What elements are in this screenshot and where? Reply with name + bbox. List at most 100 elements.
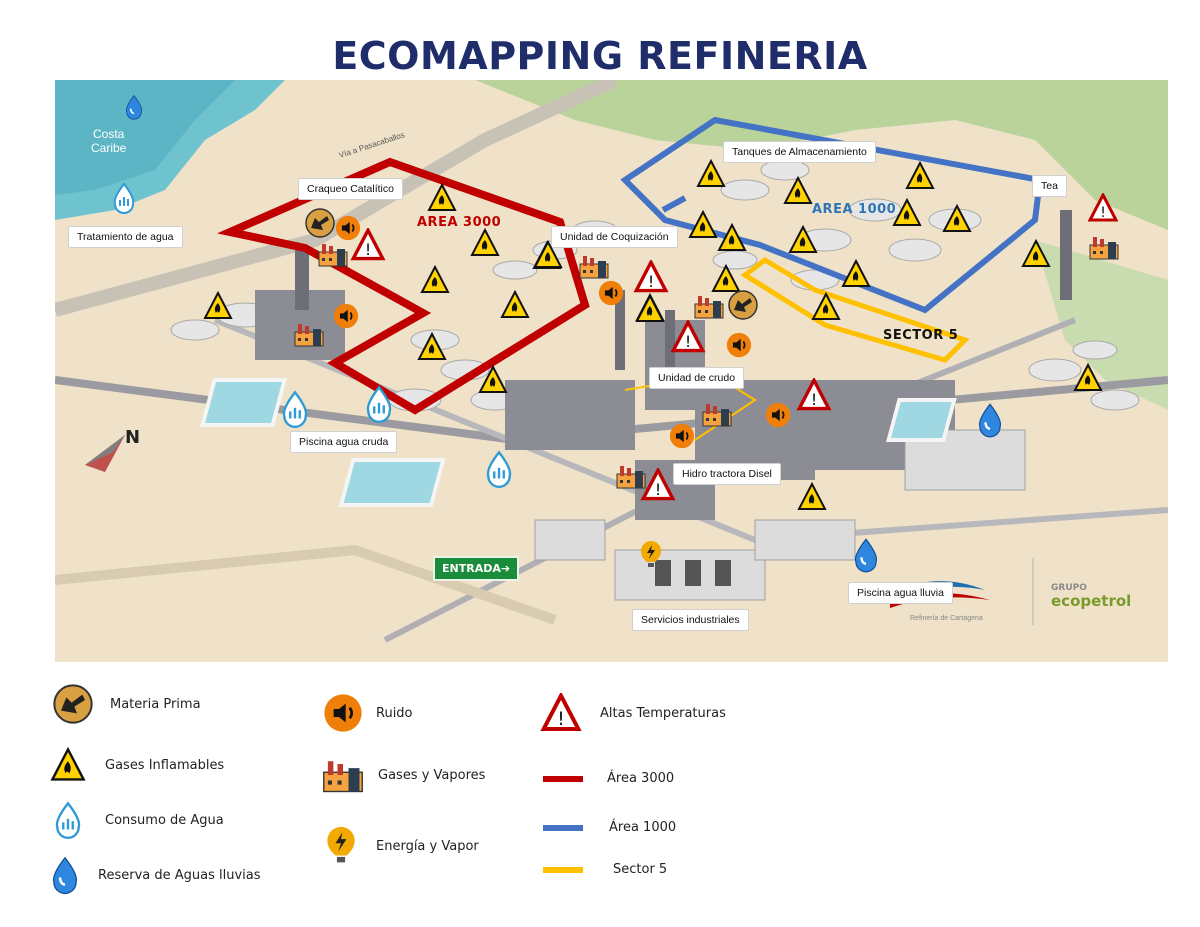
legend-label: Gases Inflamables [105,757,225,773]
flammable-icon [500,290,530,318]
logo-caption: Refinería de Cartagena [910,615,983,622]
flammable-icon [711,264,741,292]
north-label: N [125,427,140,448]
area-1000-label: AREA 1000 [812,202,897,217]
legend-label: Sector 5 [613,862,668,877]
factory-emissions-icon [616,466,646,489]
rainwater-reserve-icon [978,403,1002,438]
coast-label-2: Caribe [91,141,127,155]
legend-item-altas-temperaturas: ! Altas Temperaturas [538,693,726,733]
factory-emissions-icon [318,244,348,267]
flammable-icon [788,225,818,253]
raw-material-icon [305,208,335,238]
label-unidad-crudo: Unidad de crudo [649,367,745,389]
area-1000-swatch [543,824,583,831]
svg-text:!: ! [811,390,817,409]
area-3000-swatch [543,775,583,782]
legend-item-materia-prima: Materia Prima [50,684,201,724]
flammable-icon [203,291,233,319]
legend-item-ruido: Ruido [320,693,413,733]
noise-icon [598,280,624,306]
refinery-map: Costa Caribe Vía a Pasacaballos N Refine… [53,73,1169,662]
energy-steam-icon [327,826,355,863]
legend-label: Reserva de Aguas lluvias [98,867,261,883]
label-tanques-almacenamiento: Tanques de Almacenamiento [723,141,876,163]
legend-item-gases-inflamables: Gases Inflamables [45,745,224,785]
high-temperature-icon: ! [796,378,832,411]
flammable-icon [478,365,508,393]
svg-text:!: ! [648,272,654,291]
high-temperature-icon: ! [670,320,706,353]
flammable-icon [533,240,563,268]
factory-emissions-icon [294,324,324,347]
raw-material-icon [53,684,93,724]
legend-label: Materia Prima [110,696,201,712]
svg-text:!: ! [1100,205,1106,221]
flammable-icon [688,210,718,238]
noise-icon [726,332,752,358]
legend-label: Gases y Vapores [378,767,486,783]
water-consumption-icon [113,182,135,214]
water-consumption-icon [486,450,512,488]
factory-emissions-icon [702,404,732,427]
svg-text:!: ! [655,480,661,499]
noise-icon [333,303,359,329]
legend-item-area-3000: Área 3000 [543,771,674,786]
noise-icon [324,694,362,732]
legend-item-area-1000: Área 1000 [543,820,676,835]
high-temperature-icon: ! [633,260,669,293]
label-tratamiento-agua: Tratamiento de agua [68,226,183,248]
raw-material-icon [728,290,758,320]
flammable-icon [420,265,450,293]
area-1000-boundary [620,116,1044,314]
energy-steam-icon [641,541,661,567]
legend-item-gases-vapores: Gases y Vapores [320,755,485,795]
legend-label: Altas Temperaturas [600,705,726,721]
area-3000-label: AREA 3000 [417,215,502,230]
sector-5-swatch [543,866,583,873]
flammable-icon [417,332,447,360]
label-piscina-agua-cruda: Piscina agua cruda [290,431,398,453]
label-tea: Tea [1032,175,1067,197]
legend-item-reserva-aguas: Reserva de Aguas lluvias [42,855,261,895]
rainwater-reserve-icon [52,856,78,894]
legend-item-energia-vapor: Energía y Vapor [318,826,479,866]
area-3000-boundary [217,157,590,415]
flammable-icon [427,183,457,211]
logo-ecopetrol: ecopetrol [1051,592,1131,610]
high-temperature-icon: ! [350,228,386,261]
flammable-icon [50,747,86,781]
label-hidro-tractora: Hidro tractora Disel [673,463,781,485]
label-unidad-coquizacion: Unidad de Coquización [551,226,678,248]
flammable-icon [797,482,827,510]
water-consumption-icon [366,385,392,423]
legend-item-consumo-agua: Consumo de Agua [45,800,224,840]
flammable-icon [1021,239,1051,267]
north-arrow: N [85,427,140,472]
factory-emissions-icon [323,761,363,793]
flammable-icon [841,259,871,287]
legend-item-sector-5: Sector 5 [543,862,667,877]
flammable-icon [942,204,972,232]
flammable-icon [905,161,935,189]
legend-label: Consumo de Agua [105,812,224,828]
noise-icon [765,402,791,428]
coast-label: Costa [93,127,125,141]
flammable-icon [1073,363,1103,391]
factory-emissions-icon [579,256,609,279]
flammable-icon [811,292,841,320]
flammable-icon [717,223,747,251]
rainwater-reserve-icon [854,538,878,573]
high-temperature-icon: ! [540,693,582,731]
rainwater-reserve-icon [126,94,142,120]
entrada-sign: ENTRADA➔ [433,556,520,581]
svg-text:!: ! [685,332,691,351]
flammable-icon [635,294,665,322]
legend-label: Energía y Vapor [376,838,479,854]
noise-icon [669,423,695,449]
label-piscina-agua-lluvia: Piscina agua lluvia [848,582,953,604]
page-title: ECOMAPPING REFINERIA [332,34,868,78]
high-temperature-icon: ! [640,468,676,501]
label-servicios-industriales: Servicios industriales [632,609,749,631]
svg-text:!: ! [365,240,371,259]
